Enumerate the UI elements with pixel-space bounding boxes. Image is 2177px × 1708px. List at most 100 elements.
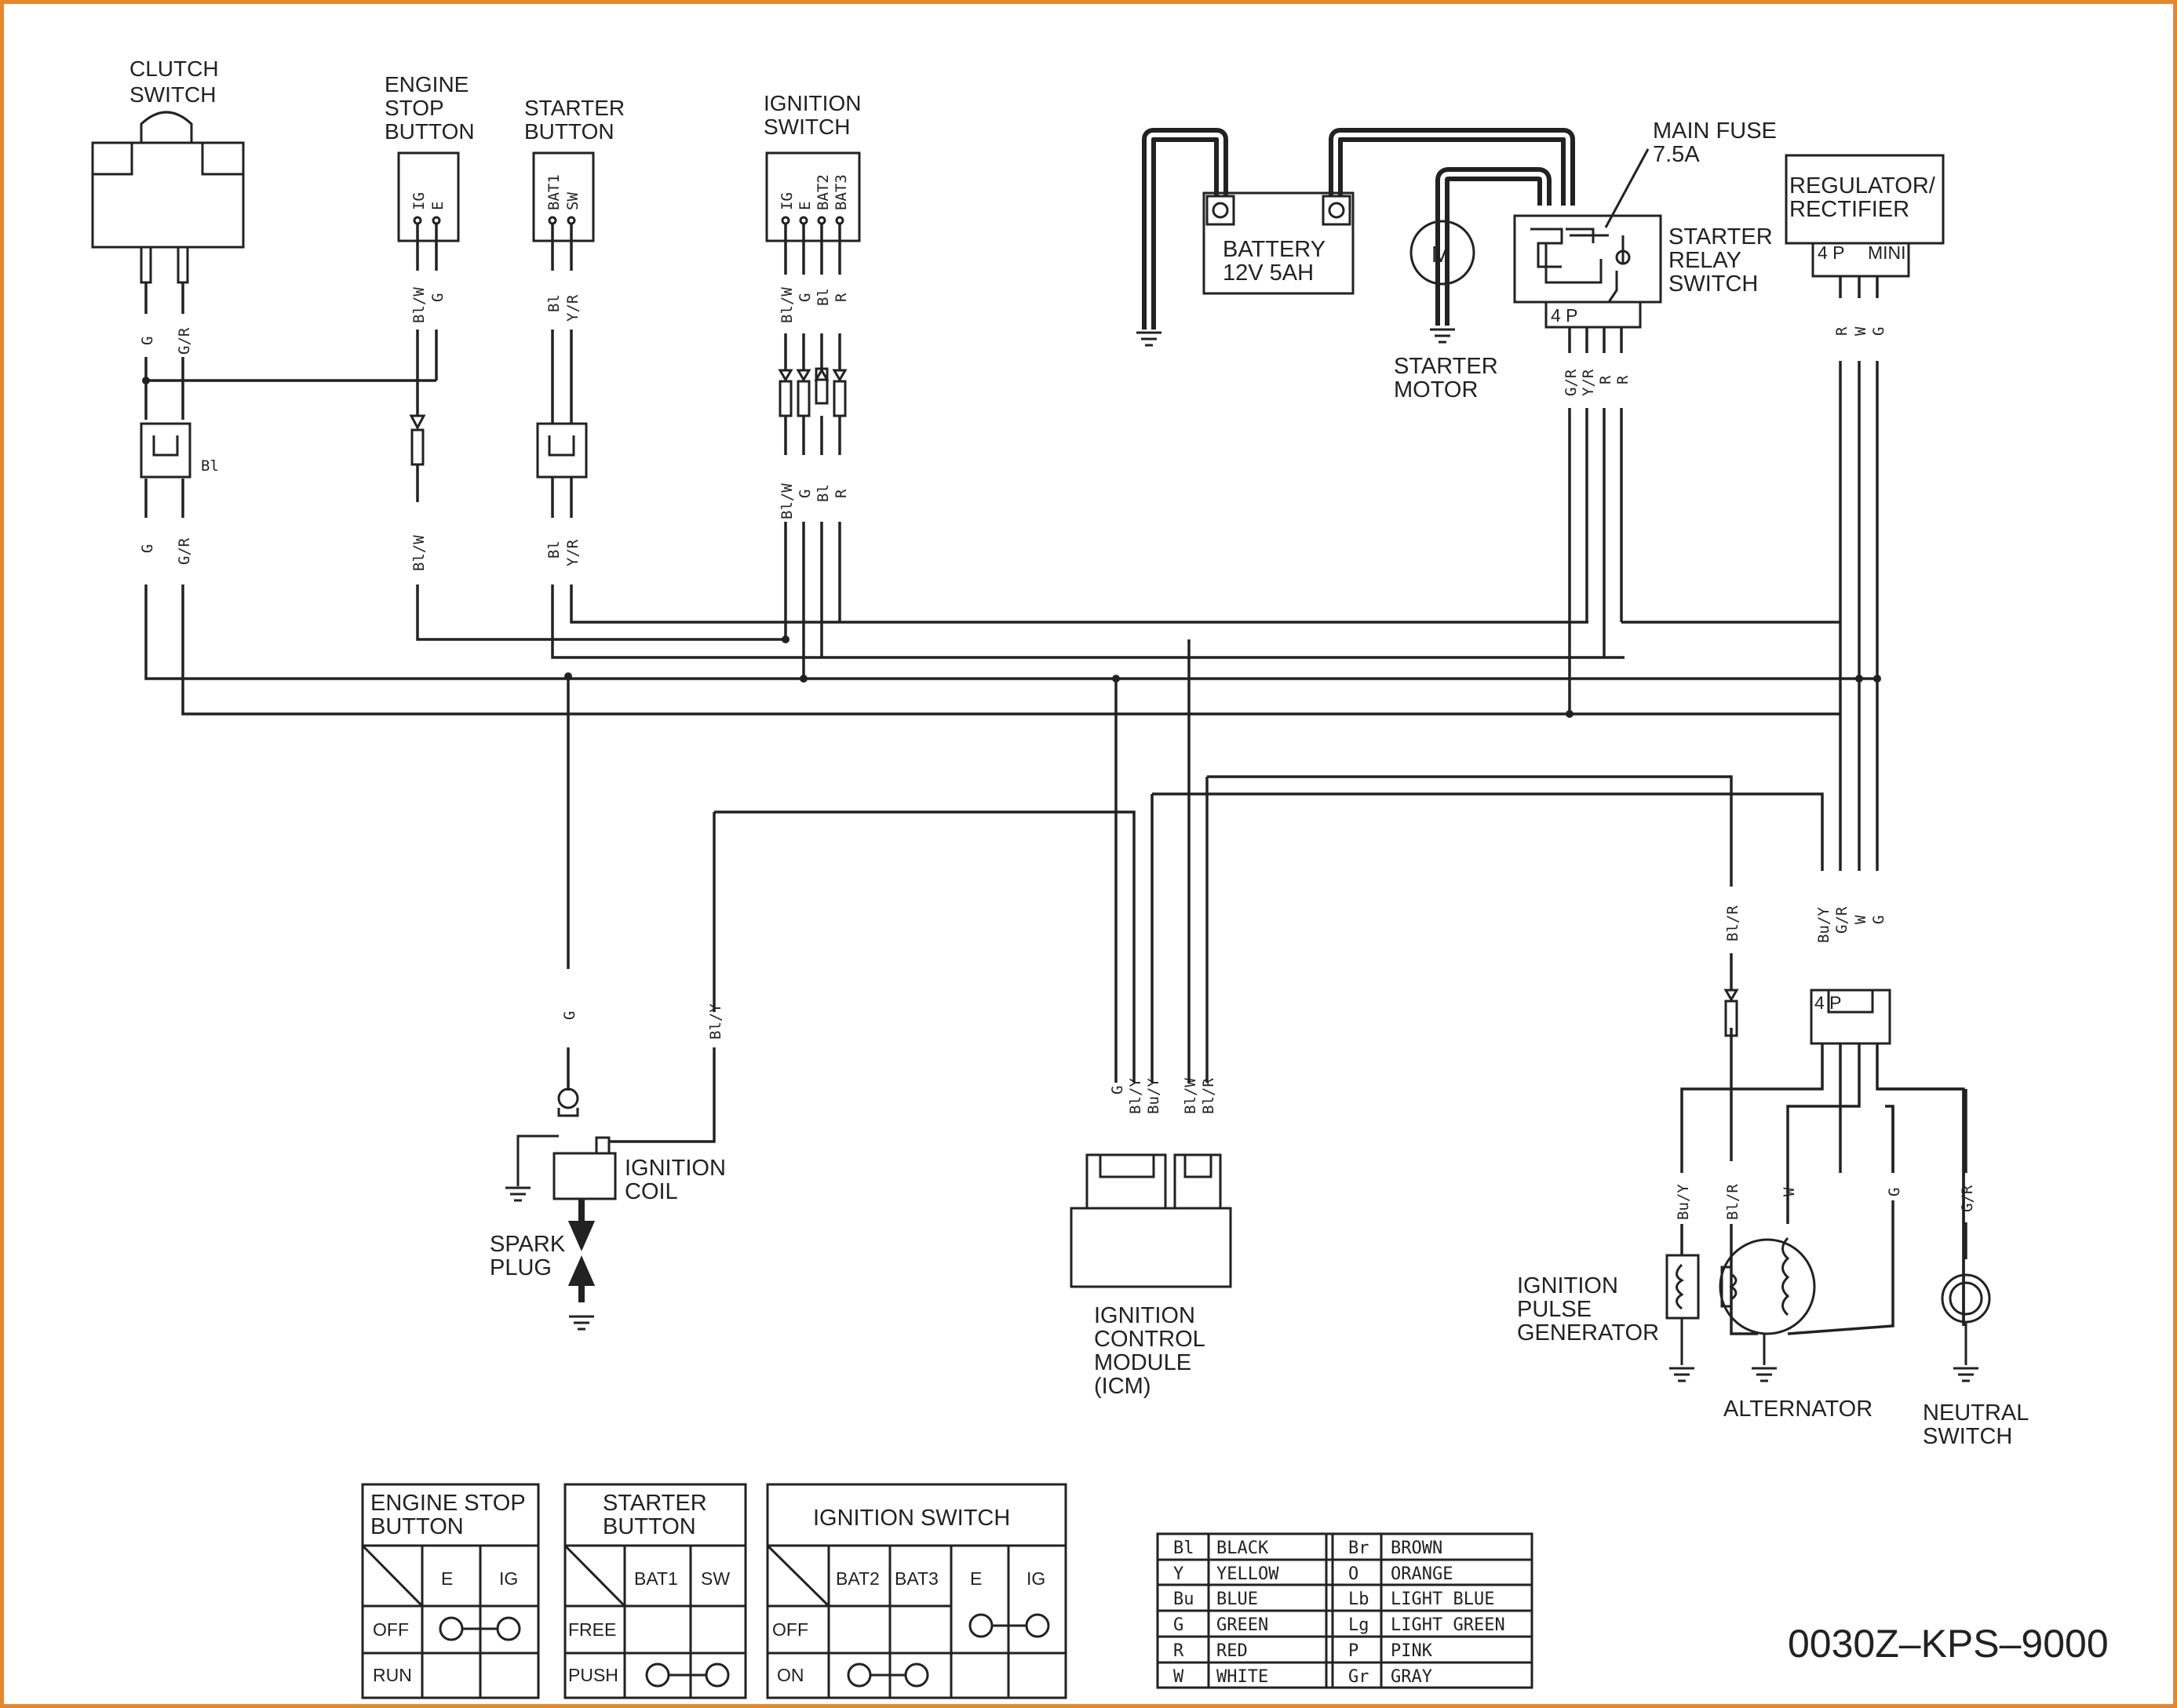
color-code-abbr: Bu — [1173, 1590, 1194, 1609]
spark-plug-label-2: PLUG — [490, 1255, 552, 1280]
color-code-abbr: Gr — [1348, 1667, 1369, 1687]
color-code-abbr: O — [1348, 1564, 1358, 1584]
diagram-code: 0030Z–KPS–9000 — [1788, 1622, 2109, 1666]
wl-icm-bly: Bl/Y — [1127, 1078, 1144, 1114]
ig-table-col-e: E — [970, 1568, 982, 1589]
alternator-label: ALTERNATOR — [1723, 1397, 1873, 1422]
wl-ig-bot-r: R — [833, 489, 850, 498]
wl-br-w: W — [1781, 1187, 1798, 1196]
wire-harness: Bl — [140, 224, 1967, 1335]
color-code-abbr: W — [1173, 1667, 1184, 1687]
ig-table-col-bat3: BAT3 — [895, 1568, 939, 1589]
regulator-label-1: REGULATOR/ — [1789, 173, 1936, 198]
wl-st-top-yr: Y/R — [564, 294, 582, 322]
relay-label-2: RELAY — [1668, 248, 1741, 273]
engine-stop-label-2: STOP — [385, 96, 444, 120]
wl-clutch-bot-g: G — [139, 544, 156, 553]
icm: IGNITION CONTROL MODULE (ICM) — [1070, 1153, 1232, 1399]
wl-es-top-g: G — [429, 293, 447, 302]
starter-term-bat1: BAT1 — [545, 174, 563, 210]
color-code-name: GRAY — [1391, 1667, 1432, 1687]
wl-icm-blw: Bl/W — [1182, 1078, 1199, 1114]
wl-clutch-top-g: G — [139, 337, 156, 345]
wl-relay-r1: R — [1597, 375, 1614, 384]
ig-table-row-on: ON — [777, 1665, 804, 1685]
ig-table-row-off: OFF — [772, 1619, 808, 1640]
color-code-name: BLACK — [1216, 1539, 1269, 1558]
wl-icm-buy: Bu/Y — [1145, 1078, 1162, 1114]
wl-reg-r: R — [1833, 326, 1851, 336]
ignition-term-bat2: BAT2 — [815, 174, 832, 210]
icm-label-3: MODULE — [1094, 1350, 1191, 1375]
neutral-switch-label-2: SWITCH — [1923, 1424, 2012, 1449]
regulator-mini: MINI — [1868, 242, 1906, 263]
color-code-name: BROWN — [1391, 1539, 1442, 1558]
wl-icm-blr: Bl/R — [1200, 1078, 1217, 1114]
wl-st-bot-bl: Bl — [545, 541, 563, 559]
wl-br-buy: Bu/Y — [1675, 1184, 1692, 1220]
starter-button: STARTER BUTTON BAT1 SW — [524, 96, 625, 242]
ignition-coil-label-1: IGNITION — [625, 1156, 726, 1181]
engine-stop-label-1: ENGINE — [385, 72, 469, 97]
color-code-abbr: Y — [1173, 1564, 1183, 1584]
wl-relay-r2: R — [1614, 375, 1632, 384]
st-table-col-bat1: BAT1 — [634, 1568, 678, 1589]
clutch-connector-label: Bl — [201, 457, 219, 475]
wl-clutch-bot-gr: G/R — [176, 537, 193, 565]
spark-plug-label-1: SPARK — [490, 1232, 566, 1257]
ig-table-col-bat2: BAT2 — [836, 1568, 880, 1589]
motor-symbol: M — [1431, 242, 1450, 268]
wire-labels: G G/R G G/R Bl/W G Bl/W Bl Y/R Bl Y/R Bl… — [139, 287, 1976, 1220]
ignition-term-ig: IG — [779, 192, 796, 210]
pulse-gen-label-2: PULSE — [1517, 1297, 1592, 1322]
st-table-row-push: PUSH — [568, 1665, 618, 1685]
junctions — [142, 377, 1881, 718]
neutral-switch: NEUTRAL SWITCH — [1923, 1273, 2029, 1449]
clutch-switch-label-2: SWITCH — [129, 82, 216, 107]
wl-relay-yr: Y/R — [1580, 369, 1597, 396]
es-table-title-2: BUTTON — [370, 1514, 464, 1539]
wl-ig-bot-bl: Bl — [815, 484, 832, 502]
starter-button-label-2: BUTTON — [524, 119, 614, 144]
color-code-name: ORANGE — [1391, 1564, 1453, 1584]
color-code-name: LIGHT GREEN — [1391, 1615, 1505, 1635]
wl-icm-g: G — [1109, 1086, 1126, 1094]
color-code-name: GREEN — [1216, 1615, 1268, 1635]
wl-clutch-top-gr: G/R — [176, 327, 193, 355]
wl-blr-mid: Bl/R — [1724, 905, 1741, 941]
relay-label-3: SWITCH — [1668, 271, 1758, 297]
ig-table-title: IGNITION SWITCH — [813, 1506, 1010, 1531]
main-fuse-rating: 7.5A — [1653, 142, 1700, 167]
wl-right-g: G — [1870, 916, 1887, 924]
engine-stop-term-e: E — [429, 202, 447, 210]
st-table-col-sw: SW — [701, 1568, 730, 1589]
wl-st-top-bl: Bl — [545, 294, 563, 312]
starter-term-sw: SW — [564, 192, 582, 210]
st-table-title-1: STARTER — [603, 1491, 707, 1516]
color-code-abbr: P — [1348, 1641, 1358, 1661]
ignition-switch-label-1: IGNITION — [764, 91, 861, 115]
engine-stop-label-3: BUTTON — [385, 119, 475, 144]
es-table-row-off: OFF — [373, 1619, 409, 1640]
st-table-row-free: FREE — [568, 1619, 616, 1640]
color-code-abbr: R — [1173, 1641, 1184, 1661]
engine-stop-table: ENGINE STOP BUTTON E IG OFF RUN — [361, 1483, 540, 1699]
wl-ig-top-blw: Bl/W — [779, 287, 796, 323]
wl-br-blr: Bl/R — [1724, 1184, 1741, 1220]
color-code-name: RED — [1216, 1641, 1248, 1661]
wl-right-w: W — [1852, 915, 1869, 924]
starter-motor-label-2: MOTOR — [1394, 377, 1478, 402]
color-code-abbr: Br — [1348, 1539, 1369, 1558]
icm-label-4: (ICM) — [1094, 1374, 1150, 1399]
wl-es-top-blw: Bl/W — [410, 287, 428, 323]
wl-br-g: G — [1886, 1188, 1903, 1196]
starter-table: STARTER BUTTON BAT1 SW FREE PUSH — [563, 1483, 747, 1699]
pulse-gen-label-3: GENERATOR — [1517, 1320, 1659, 1346]
wl-ig-top-bl: Bl — [815, 288, 832, 306]
wl-br-gr: G/R — [1959, 1185, 1976, 1212]
regulator-4p: 4 P — [1818, 242, 1845, 263]
starter-motor: M STARTER MOTOR — [1394, 220, 1498, 402]
